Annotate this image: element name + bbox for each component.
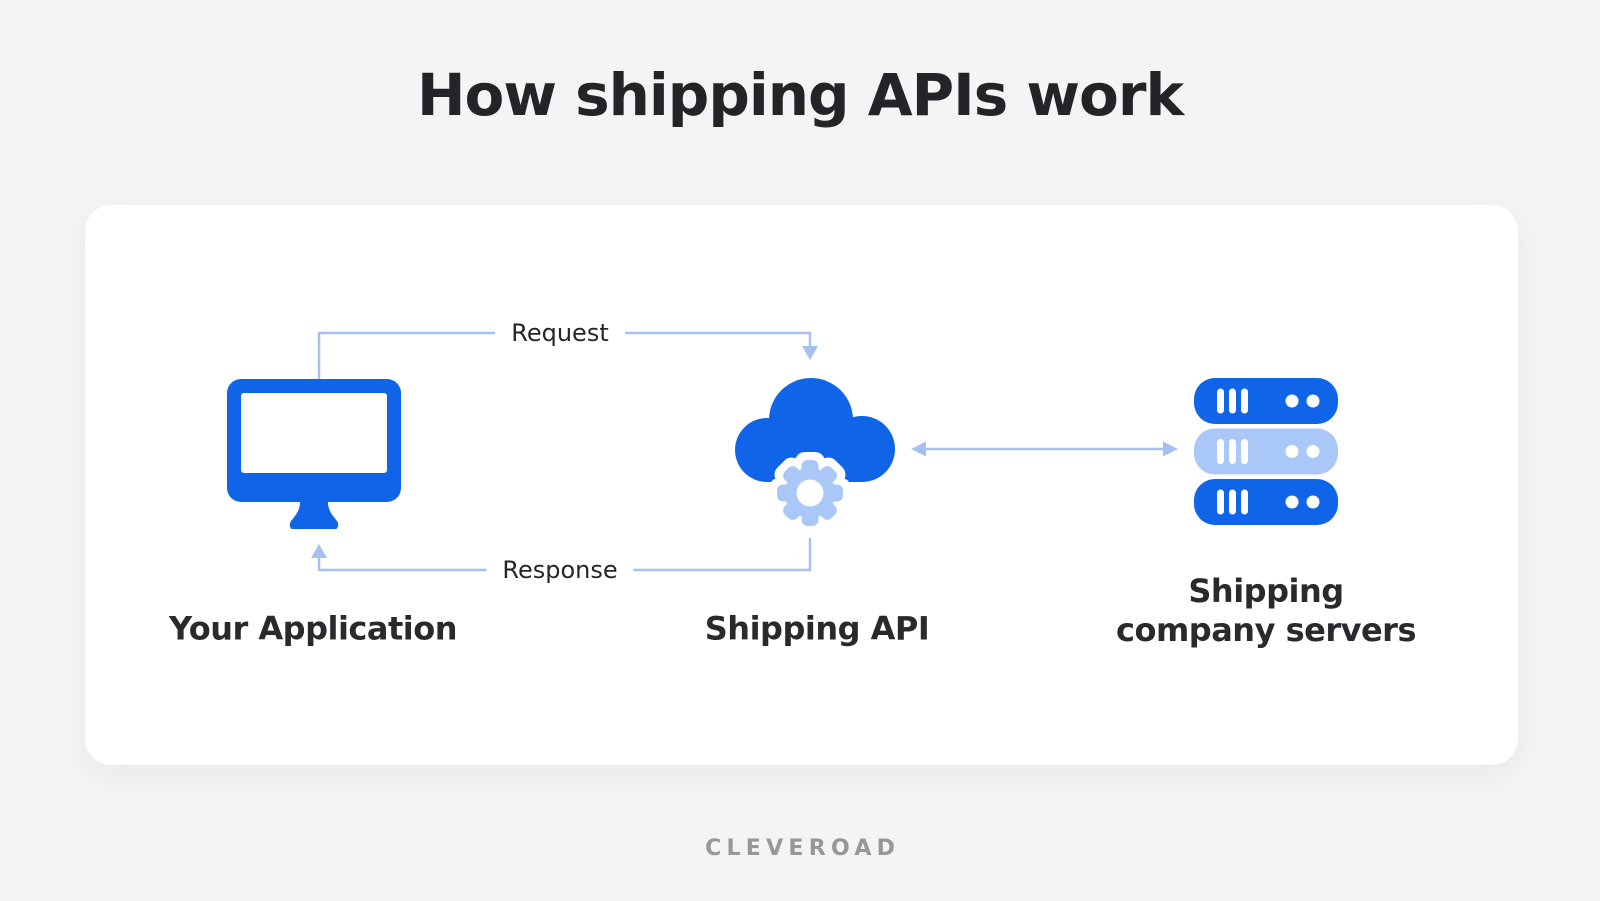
node-label-servers-line1: Shipping [1188,572,1344,610]
node-label-servers-line2: company servers [1116,611,1417,649]
monitor-icon [227,379,401,529]
brand-logo: CLEVEROAD [705,836,901,861]
page-title: How shipping APIs work [416,61,1184,129]
node-label-shipping-api: Shipping API [704,609,930,648]
request-label: Request [495,317,625,349]
server-row-bottom [1194,479,1338,525]
node-label-your-application: Your Application [168,609,458,648]
server-row-middle [1194,428,1338,475]
gear-hole [796,479,824,507]
response-label: Response [486,554,634,586]
server-row-top [1194,378,1338,424]
cloud-gear-icon [735,378,895,528]
server-stack-icon [1194,378,1338,525]
node-label-shipping-company-servers: Shipping company servers [1116,572,1417,650]
